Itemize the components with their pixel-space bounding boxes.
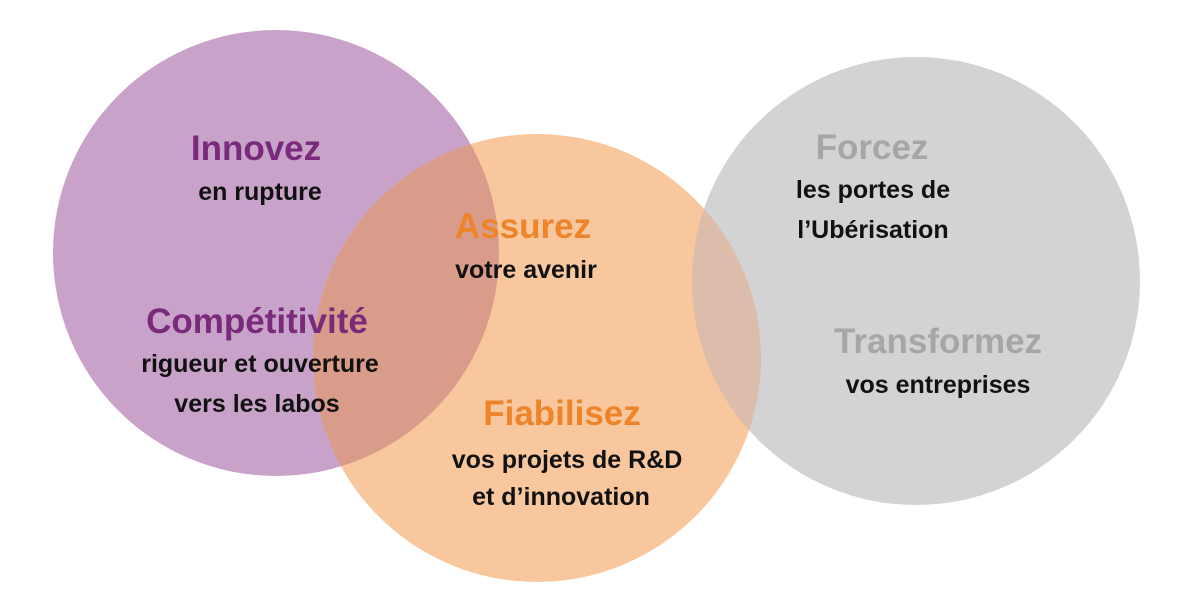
assurez-title: Assurez	[454, 207, 592, 246]
innovez-subtitle: en rupture	[198, 178, 322, 206]
innovez-title: Innovez	[190, 129, 322, 168]
competitivite-subtitle-line2: vers les labos	[174, 390, 340, 418]
assurez-subtitle: votre avenir	[455, 256, 597, 284]
transformez-subtitle: vos entreprises	[845, 371, 1031, 399]
competitivite-subtitle-line1: rigueur et ouverture	[141, 350, 379, 378]
forcez-title: Forcez	[815, 128, 929, 167]
fiabilisez-title: Fiabilisez	[483, 394, 641, 433]
forcez-subtitle-line2: l’Ubérisation	[797, 216, 949, 244]
transformez-title: Transformez	[833, 322, 1043, 361]
gray-circle	[692, 57, 1140, 505]
forcez-subtitle-line1: les portes de	[795, 176, 951, 204]
fiabilisez-subtitle-line2: et d’innovation	[472, 483, 650, 511]
competitivite-title: Compétitivité	[146, 302, 368, 341]
fiabilisez-subtitle-line1: vos projets de R&D	[451, 446, 683, 474]
